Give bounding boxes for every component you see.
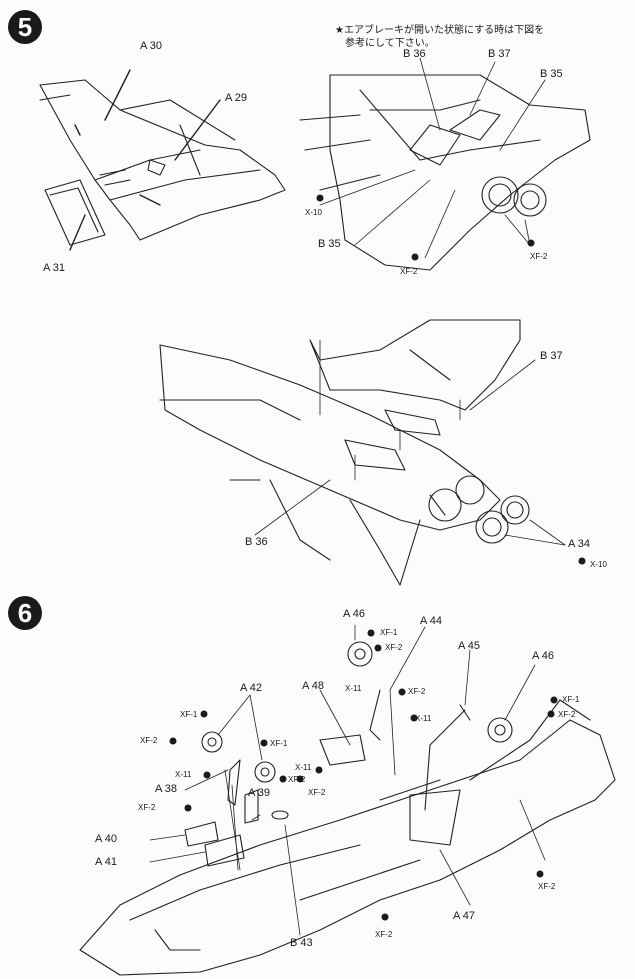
airbrake-note-line-1: ★エアブレーキが開いた状態にする時は下図を [335, 25, 545, 36]
label-xf2-d: XF-2 [138, 803, 156, 812]
label-x11-mid: X-11 [345, 684, 362, 693]
step-number-5: 5 [8, 10, 42, 44]
label-b35-bottom: B 35 [318, 238, 341, 250]
label-b35-top: B 35 [540, 68, 563, 80]
tail-airbrake-drawing [299, 74, 591, 271]
label-b36-mid: B 36 [245, 536, 268, 548]
label-b36: B 36 [403, 48, 426, 60]
label-a30: A 30 [140, 40, 163, 52]
label-a34: A 34 [568, 538, 591, 550]
label-a38: A 38 [155, 783, 178, 795]
label-a40: A 40 [95, 833, 118, 845]
label-xf2-bottom: XF-2 [375, 930, 393, 939]
gear-leader-lines [149, 624, 546, 936]
label-xf2-b: XF-2 [288, 775, 306, 784]
label-b37: B 37 [488, 48, 511, 60]
label-a31: A 31 [43, 262, 66, 274]
label-xf2-left: XF-2 [140, 736, 158, 745]
label-xf1-right: XF-1 [562, 695, 580, 704]
rear-fuselage-drawing [159, 319, 530, 586]
label-xf1-left: XF-1 [180, 710, 198, 719]
label-a46-top: A 46 [343, 608, 366, 620]
screw-markers [169, 194, 586, 921]
label-x10: X-10 [305, 208, 322, 217]
fuselage-underside-drawing [79, 699, 616, 976]
label-xf1-b: XF-1 [270, 739, 288, 748]
gear-parts-drawing [184, 641, 513, 867]
step-number-6: 6 [8, 596, 42, 630]
label-xf1-top: XF-1 [380, 628, 398, 637]
label-a45: A 45 [458, 640, 481, 652]
label-a42: A 42 [240, 682, 263, 694]
tail-leader-lines [319, 57, 546, 259]
label-a44: A 44 [420, 615, 443, 627]
airbrake-note-line-2: 参考にして下さい。 [345, 38, 435, 49]
label-a39: A 39 [248, 787, 271, 799]
wing-assembly-drawing [39, 79, 286, 246]
label-xf2-a: XF-2 [400, 267, 418, 276]
label-x11-right: X-11 [415, 714, 432, 723]
label-a47: A 47 [453, 910, 476, 922]
label-x10-mid: X-10 [590, 560, 607, 569]
label-xf2-right: XF-2 [558, 710, 576, 719]
label-xf2-c: XF-2 [308, 788, 326, 797]
label-a48: A 48 [302, 680, 325, 692]
wing-arrows [69, 69, 221, 251]
fuselage-leader-lines [254, 339, 566, 546]
label-a29: A 29 [225, 92, 248, 104]
label-xf2-top: XF-2 [385, 643, 403, 652]
label-xf2-low: XF-2 [538, 882, 556, 891]
label-x11-left: X-11 [175, 770, 192, 779]
label-b43: B 43 [290, 937, 313, 949]
label-xf2-b: XF-2 [530, 252, 548, 261]
label-a46-right: A 46 [532, 650, 555, 662]
label-xf2-mid: XF-2 [408, 687, 426, 696]
label-x11-c: X-11 [295, 763, 312, 772]
label-b37-mid: B 37 [540, 350, 563, 362]
airbrake-note: ★エアブレーキが開いた状態にする時は下図を 参考にして下さい。 [335, 24, 544, 50]
label-a41: A 41 [95, 856, 118, 868]
